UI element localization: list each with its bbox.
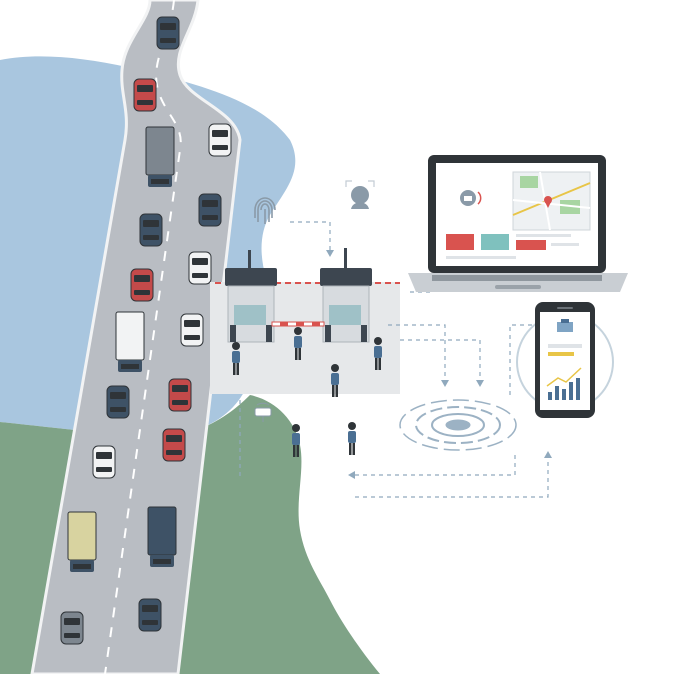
smartphone-icon [516, 302, 614, 418]
truck-icon [145, 126, 175, 187]
person-icon [374, 337, 382, 370]
wireless-signal-icon [399, 399, 517, 451]
transponder-icon [254, 402, 272, 422]
truck-icon [115, 311, 145, 372]
car-icon [92, 445, 116, 479]
person-icon [331, 364, 339, 397]
car-icon [162, 428, 186, 462]
boom-barrier [271, 321, 325, 327]
truck-icon [67, 511, 97, 572]
laptop-icon [408, 155, 628, 292]
person-icon [294, 327, 302, 360]
left-lane-vehicles [60, 78, 175, 645]
car-icon [168, 378, 192, 412]
fingerprint-icon [254, 197, 276, 224]
truck-icon [147, 506, 177, 567]
car-icon [130, 268, 154, 302]
person-icon [348, 422, 356, 455]
map-pin-icon [544, 196, 552, 208]
laptop-red-card [446, 234, 474, 250]
car-icon [180, 313, 204, 347]
laptop-teal-card [481, 234, 509, 250]
right-lane-vehicles [138, 16, 232, 632]
laptop-logo-icon [460, 190, 482, 206]
people-group [232, 327, 382, 457]
laptop-red-bar [516, 240, 546, 250]
phone-logo-icon [557, 319, 573, 332]
car-icon [188, 251, 212, 285]
lane-divider [104, 0, 182, 674]
car-icon [60, 611, 84, 645]
car-icon [139, 213, 163, 247]
car-icon [198, 193, 222, 227]
bar-chart-icon [546, 367, 582, 400]
car-icon [133, 78, 157, 112]
car-icon [156, 16, 180, 50]
face-recognition-icon [345, 180, 375, 209]
map-panel [512, 171, 591, 231]
person-icon [232, 342, 240, 375]
toll-booth-right [320, 248, 372, 343]
toll-booth-left [225, 250, 277, 343]
person-icon [292, 424, 300, 457]
car-icon [138, 598, 162, 632]
arrowheads [326, 250, 552, 479]
car-icon [208, 123, 232, 157]
car-icon [106, 385, 130, 419]
